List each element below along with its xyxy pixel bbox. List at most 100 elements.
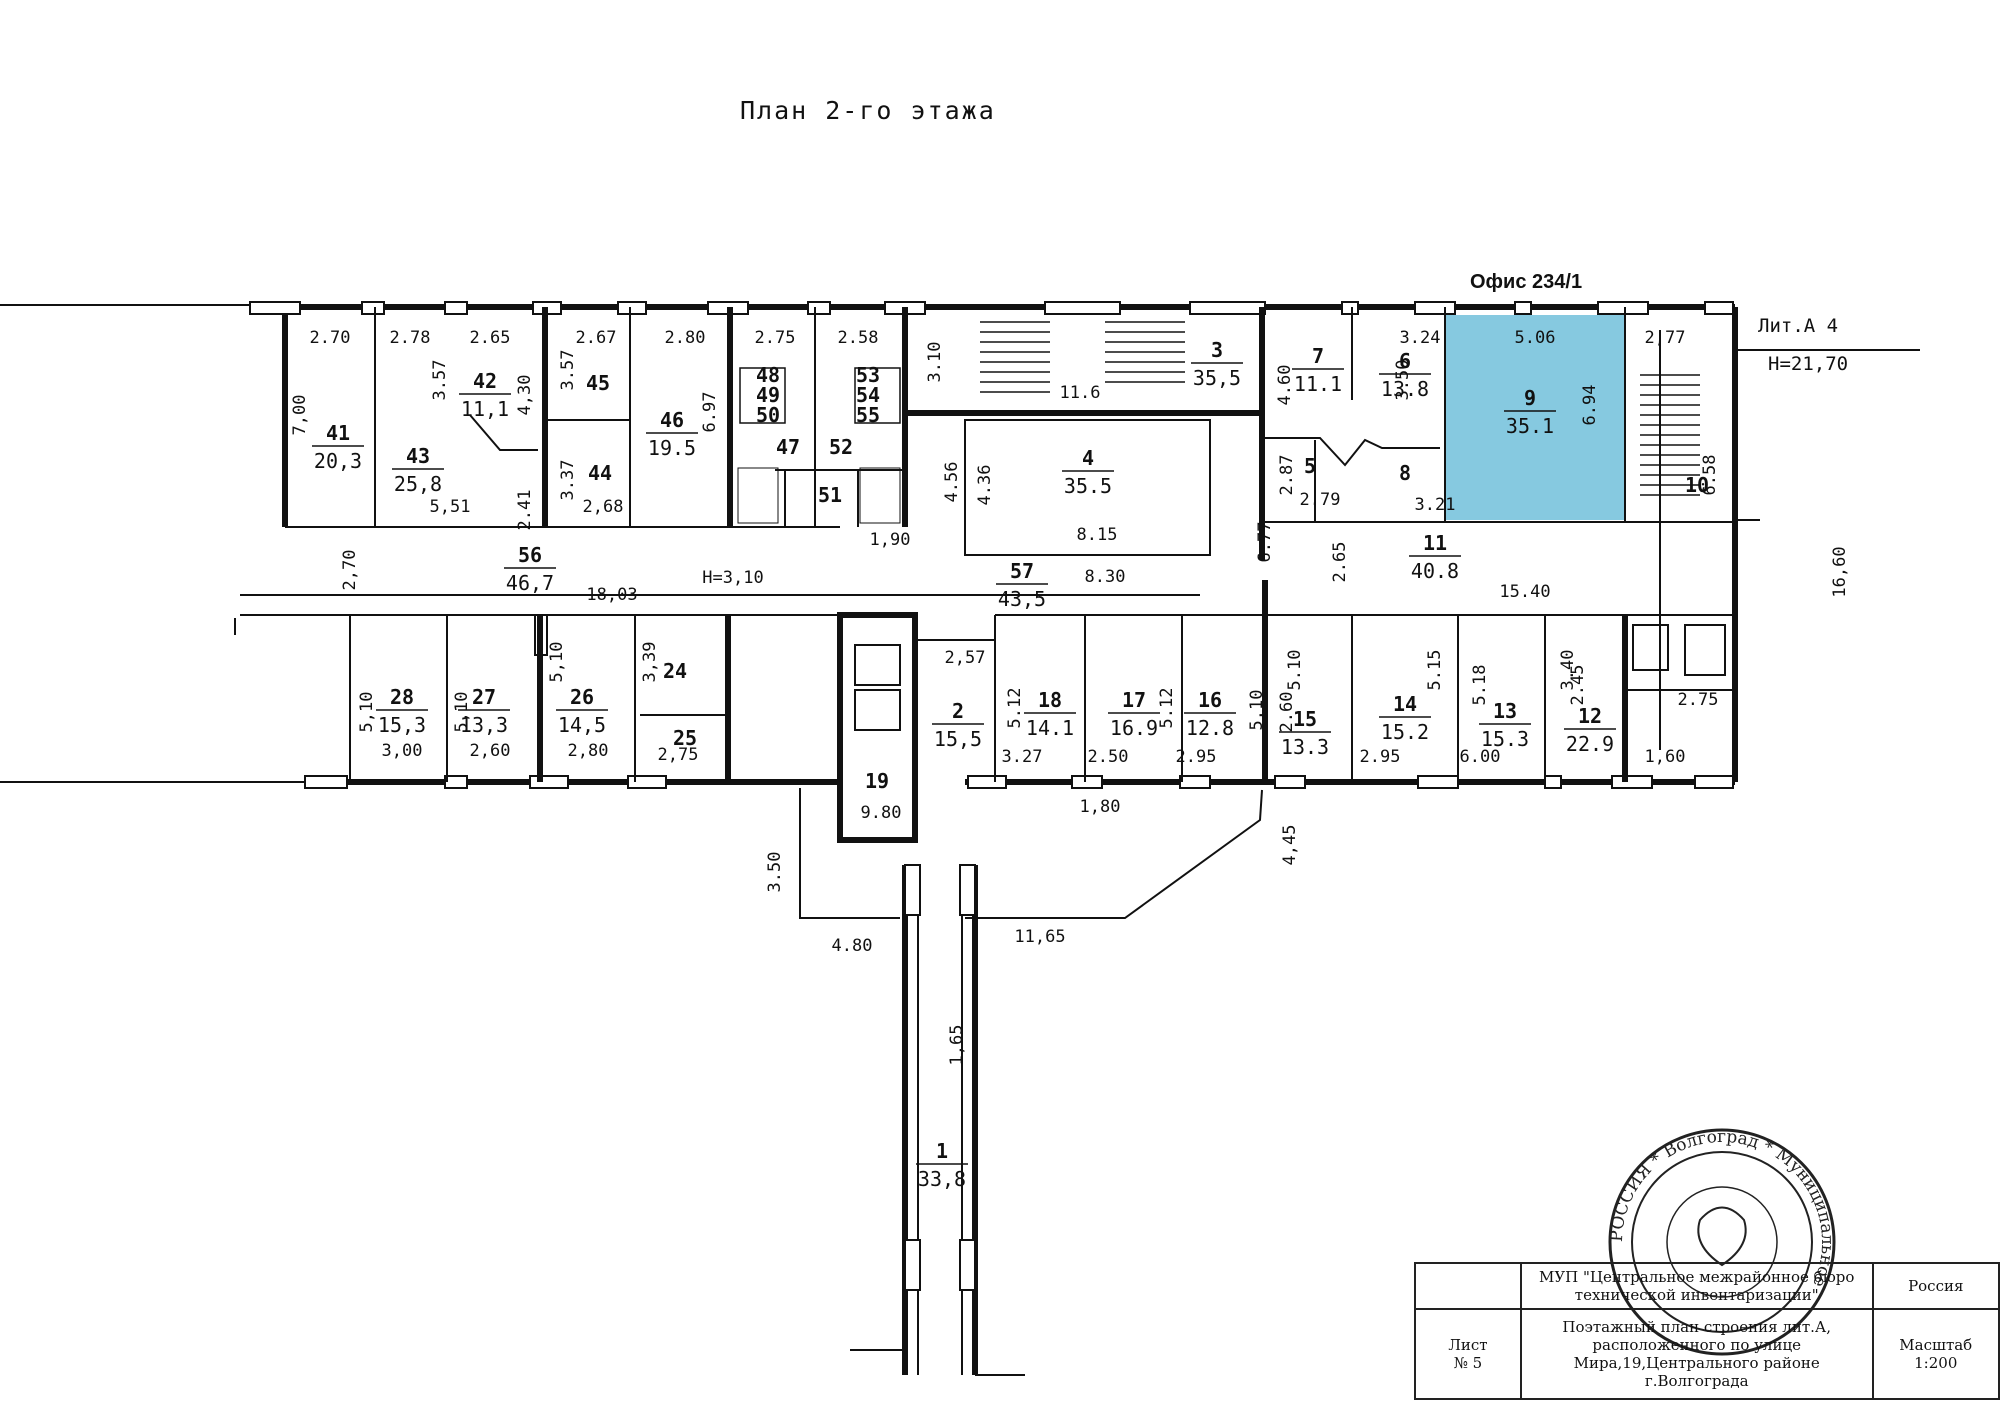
room-45: 45 [586,371,610,395]
room-10: 10 [1685,473,1709,497]
room-1: 133,8 [916,1139,968,1191]
room-number: 52 [829,435,853,459]
stamp-scale: Масштаб 1:200 [1871,1308,2000,1400]
stamp-scale-value: 1:200 [1914,1354,1958,1372]
dimension-label: 2,68 [583,497,624,517]
room-number: 27 [472,685,496,709]
dimension-label: 11.6 [1060,383,1101,403]
room-44: 44 [588,461,612,485]
dimension-label: 5.10 [1285,650,1305,691]
dimension-label: 2.45 [1568,665,1588,706]
room-number: 24 [663,659,687,683]
plan-title: План 2-го этажа [740,96,996,125]
dimension-label: 3.40 [1558,650,1578,691]
room-53: 53 [856,363,880,387]
dimension-label: 2.87 [1277,455,1297,496]
room-area: 12.8 [1186,716,1234,740]
dimension-label: 16,60 [1830,546,1850,597]
dimension-label: 8.15 [1077,525,1118,545]
room-area: 43,5 [998,587,1046,611]
room-number: 53 [856,363,880,387]
room-43: 43 25,8 [392,444,444,496]
dimension-label: 3.57 [558,350,578,391]
room-number: 45 [586,371,610,395]
windows [249,301,1734,789]
dimension-label: 3,00 [382,741,423,761]
dimension-label: 2.95 [1176,747,1217,767]
dimension-label: 2.65 [470,328,511,348]
stamp-country: Россия [1871,1262,2000,1310]
room-46: 46 19.5 [646,408,698,460]
dimension-label: 5,51 [430,497,471,517]
room-24: 24 [663,659,687,683]
internal-walls [285,307,1736,843]
room-50: 50 [756,403,780,427]
room-3: 335,5 [1191,338,1243,390]
room-number: 43 [406,444,430,468]
room-area: 25,8 [394,472,442,496]
dimension-label: 11,65 [1014,927,1065,947]
room-5: 5 [1304,454,1316,478]
room-area: 33,8 [918,1167,966,1191]
dimension-label: 2.58 [838,328,879,348]
toilet-grid [737,367,901,524]
dimension-label: H=3,10 [702,568,763,588]
room-area: 14.1 [1026,716,1074,740]
dimension-label: 2.41 [515,490,535,531]
room-area: 15,3 [378,713,426,737]
dimension-label: 3.21 [1415,495,1456,515]
dimension-label: 5,10 [547,642,567,683]
room-54: 54 [856,383,880,407]
room-number: 5 [1304,454,1316,478]
dimension-label: 5,10 [452,692,472,733]
dimension-label: 1,90 [870,530,911,550]
dimension-label: 3,39 [640,642,660,683]
room-area: 35,5 [1193,366,1241,390]
room-area: 15.2 [1381,720,1429,744]
room-number: 6 [1399,349,1411,373]
dimension-label: 2,77 [1645,328,1686,348]
stamp-description: Поэтажный план строения лит.А, расположе… [1519,1308,1874,1400]
dimension-label: 3.50 [1393,360,1413,401]
office-highlight [1445,315,1625,520]
dimension-label: 3.27 [1002,747,1043,767]
room-47: 47 [776,435,800,459]
room-area: 15,5 [934,727,982,751]
stamp-sheet-number: № 5 [1453,1354,1483,1372]
room-area: 35.5 [1064,474,1112,498]
room-number: 55 [856,403,880,427]
stamp-scale-label: Масштаб [1899,1336,1973,1354]
dimension-label: 4,30 [515,375,535,416]
room-area: 19.5 [648,436,696,460]
dimension-label: 1,60 [1645,747,1686,767]
room-area: 11,1 [461,397,509,421]
room-7: 711.1 [1292,344,1344,396]
dimension-label: 2.70 [310,328,351,348]
room-number: 8 [1399,461,1411,485]
room-area: 46,7 [506,571,554,595]
dimension-label: 2,60 [470,741,511,761]
room-area: 15.3 [1481,727,1529,751]
room-55: 55 [856,403,880,427]
room-number: 11 [1423,531,1447,555]
room-number: 44 [588,461,612,485]
dimension-label: 2,80 [568,741,609,761]
room-25: 25 [673,726,697,750]
room-number: 56 [518,543,542,567]
room-48: 48 [756,363,780,387]
dimension-label: 9.80 [861,803,902,823]
room-number: 12 [1578,704,1602,728]
room-number: 10 [1685,473,1709,497]
dimension-label: 4.60 [1275,365,1295,406]
room-51: 51 [818,483,842,507]
dimension-label: 2.75 [1678,690,1719,710]
dimension-label: 4.36 [975,465,995,506]
room-number: 25 [673,726,697,750]
room-number: 46 [660,408,684,432]
